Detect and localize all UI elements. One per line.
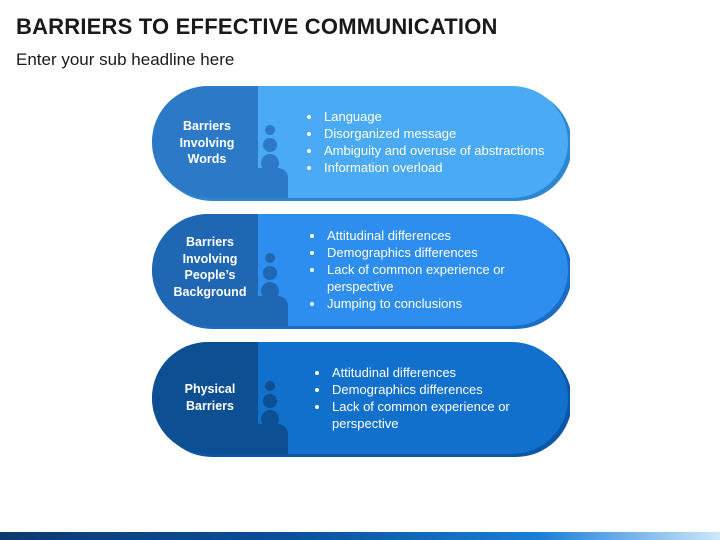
pill-1-bullets: Language Disorganized message Ambiguity … xyxy=(300,108,572,176)
pill-3-dot-1 xyxy=(265,381,275,391)
pill-1-bullet: Disorganized message xyxy=(322,125,572,142)
pill-3-bullet: Lack of common experience or perspective xyxy=(330,398,550,432)
pill-1-cap xyxy=(152,86,258,198)
pill-3-label: Physical Barriers xyxy=(184,382,236,413)
pill-2-bullet: Lack of common experience or perspective xyxy=(325,261,545,295)
pill-2-bullet: Jumping to conclusions xyxy=(325,295,545,312)
pill-1-dot-2 xyxy=(263,138,277,152)
pill-1-dot-1 xyxy=(265,125,275,135)
pill-1-bullet: Information overload xyxy=(322,159,572,176)
pill-2-bullets: Attitudinal differences Demographics dif… xyxy=(303,227,545,312)
pill-1-bullet: Language xyxy=(322,108,572,125)
pill-3-dot-3 xyxy=(261,410,279,428)
pill-2-dot-2 xyxy=(263,266,277,280)
pill-1-bullet: Ambiguity and overuse of abstractions xyxy=(322,142,572,159)
footer-accent-bar xyxy=(0,532,720,540)
pill-3-shape xyxy=(152,342,570,457)
pill-3-bullet: Attitudinal differences xyxy=(330,364,550,381)
pill-2-cap xyxy=(152,214,258,326)
pill-3-dot-2 xyxy=(263,394,277,408)
page-subtitle: Enter your sub headline here xyxy=(16,50,235,69)
pill-2-shape xyxy=(152,214,570,329)
pill-3-tab xyxy=(258,424,288,454)
pill-2-dot-1 xyxy=(265,253,275,263)
pill-2-bullet: Attitudinal differences xyxy=(325,227,545,244)
pill-2-bullet: Demographics differences xyxy=(325,244,545,261)
pill-2-tab xyxy=(258,296,288,326)
pill-1-label: Barriers Involving Words xyxy=(179,119,235,166)
pill-2-label: Barriers Involving People’s Background xyxy=(173,235,247,299)
page-title: BARRIERS TO EFFECTIVE COMMUNICATION xyxy=(16,14,498,39)
pill-2-dot-3 xyxy=(261,282,279,300)
pill-1-shape xyxy=(152,86,570,201)
pill-1-dot-3 xyxy=(261,154,279,172)
pill-3-bullet: Demographics differences xyxy=(330,381,550,398)
pill-3-cap xyxy=(152,342,258,454)
pill-3-bullets: Attitudinal differences Demographics dif… xyxy=(308,364,550,432)
pill-1-tab xyxy=(258,168,288,198)
